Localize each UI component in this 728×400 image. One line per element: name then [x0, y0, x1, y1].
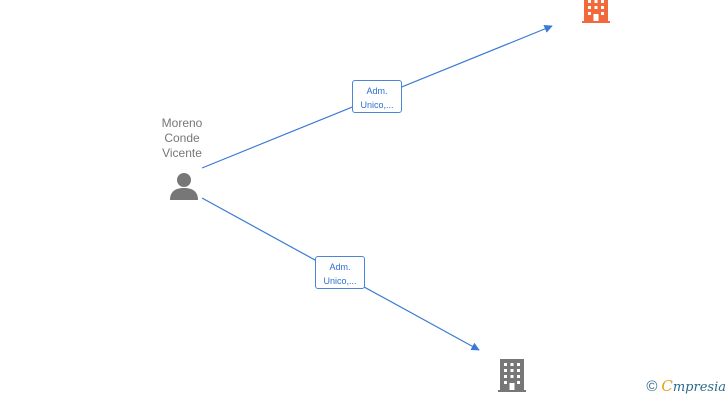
edge-label-adm-unico[interactable]: Adm. Unico,... [315, 256, 365, 289]
person-icon[interactable] [169, 171, 199, 206]
edge-label-line: Unico,... [360, 100, 394, 110]
brand-initial: C [661, 377, 673, 395]
building-icon[interactable] [497, 357, 527, 398]
building-icon[interactable] [581, 0, 611, 29]
edge-label-line: Unico,... [323, 276, 357, 286]
brand-rest: mpresia [672, 380, 726, 395]
edge-label-adm-unico[interactable]: Adm. Unico,... [352, 80, 402, 113]
brand-name: Cmpresia [661, 377, 726, 395]
edge-label-line: Adm. [329, 262, 351, 272]
person-name[interactable]: Moreno Conde Vicente [150, 116, 214, 161]
person-name-line: Moreno [161, 116, 203, 130]
edge-label-line: Adm. [366, 86, 388, 96]
person-name-line: Vicente [162, 146, 202, 160]
empresia-logo: © Cmpresia [646, 376, 726, 396]
person-name-line: Conde [164, 131, 200, 145]
copyright-icon: © [646, 377, 658, 395]
